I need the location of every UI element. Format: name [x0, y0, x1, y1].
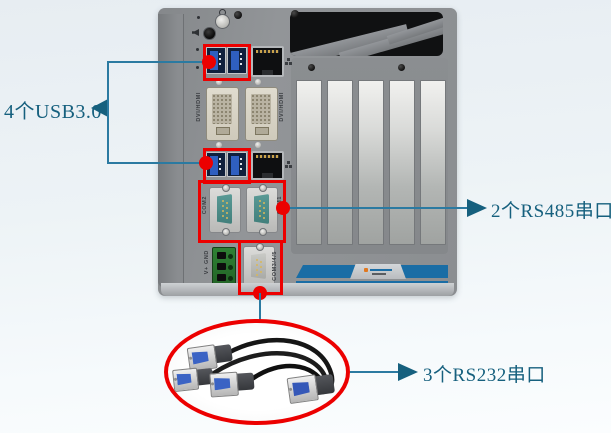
rs232-callout-line [350, 371, 398, 373]
dvi-port-label: DVI/HDMI [279, 92, 285, 122]
usb-top-marker-dot [202, 55, 216, 69]
power-terminal-block [212, 247, 236, 287]
db9-male-connector [209, 370, 255, 398]
ethernet-tab [261, 70, 274, 75]
com1-serial-port [246, 184, 278, 236]
expansion-slot-cover [358, 80, 384, 245]
device-left-edge [158, 14, 184, 288]
usb-callout-arrow-icon [91, 99, 108, 117]
db9-pins [259, 200, 261, 202]
com2-serial-port [209, 184, 241, 236]
db9-standoff [259, 228, 267, 236]
brand-logo-text-bar [370, 269, 392, 271]
led-indicator [196, 48, 199, 51]
ethernet-port [251, 151, 284, 180]
screw-icon [216, 142, 222, 148]
rs485-marker-dot [276, 201, 290, 215]
dvi-port-label: DVI/HDMI [196, 92, 202, 122]
dvi-port [245, 87, 278, 141]
brand-logo-subtext-bar [372, 273, 386, 275]
db9-standoff [222, 184, 230, 192]
usb-contacts [240, 158, 242, 173]
ethernet-pins [256, 50, 279, 53]
db9-face [254, 194, 269, 224]
db9-pins [222, 200, 224, 202]
com345-serial-port [243, 243, 275, 291]
rs485-ports-highlight-box [198, 180, 286, 243]
rs485-callout-label: 2个RS485串口 [491, 201, 611, 222]
power-button [215, 14, 230, 29]
rs485-callout-arrow-icon [467, 199, 487, 217]
db9-standoff [222, 228, 230, 236]
brand-logo-mark [364, 268, 368, 272]
ethernet-port [251, 46, 284, 77]
usb-callout-label: 4个USB3.0 [4, 101, 102, 123]
screw-icon [234, 11, 242, 19]
led-indicator [196, 66, 199, 69]
brand-banner-line [296, 281, 448, 283]
device-bottom-edge [161, 283, 454, 296]
dvi-blade-slot [255, 127, 269, 135]
speaker-icon [192, 29, 199, 36]
db9-pins [256, 259, 258, 261]
ethernet-tab [261, 173, 274, 178]
dvi-pin-grid [212, 94, 232, 124]
usb-contacts [240, 53, 242, 68]
brand-logo [350, 264, 406, 279]
db9-face [251, 253, 266, 279]
usb-callout-line [107, 61, 207, 63]
db9-standoff [259, 184, 267, 192]
usb-tongue [231, 156, 239, 175]
screw-icon [216, 79, 222, 85]
usb-contacts [219, 53, 221, 68]
lan-icon [285, 58, 292, 65]
db9-standoff [256, 243, 264, 251]
usb-tongue [231, 51, 239, 70]
usb-bottom-marker-dot [199, 156, 213, 170]
vent-grille [290, 12, 443, 56]
rs232-callout-line [259, 293, 261, 320]
usb-callout-line [107, 162, 204, 164]
rs232-callout-label: 3个RS232串口 [423, 365, 546, 386]
dvi-blade-slot [216, 127, 230, 135]
usb3-port [227, 47, 247, 74]
screw-icon [398, 64, 405, 71]
screw-icon [255, 79, 261, 85]
rs232-cable-highlight-ellipse [164, 319, 350, 425]
rs232-callout-arrow-icon [398, 363, 418, 381]
audio-jack [203, 27, 216, 40]
led-indicator [197, 16, 200, 19]
expansion-slot-cover [327, 80, 353, 245]
power-terminal-label: V+ GND [204, 250, 210, 275]
expansion-slot-cover [296, 80, 322, 245]
screw-icon [291, 10, 299, 18]
dvi-pin-grid [251, 94, 271, 124]
usb3-port [227, 152, 247, 177]
expansion-slot-cover [420, 80, 446, 245]
usb-callout-line [107, 62, 109, 164]
ethernet-pins [256, 155, 279, 158]
rs485-callout-line [283, 207, 467, 209]
lan-icon [285, 161, 292, 168]
screw-icon [255, 142, 261, 148]
screw-icon [308, 64, 315, 71]
usb-contacts [219, 158, 221, 173]
expansion-slot-cover [389, 80, 415, 245]
dvi-port [206, 87, 239, 141]
usb-tongue [210, 156, 218, 175]
db9-male-connector [172, 366, 214, 393]
db9-face [217, 194, 232, 224]
